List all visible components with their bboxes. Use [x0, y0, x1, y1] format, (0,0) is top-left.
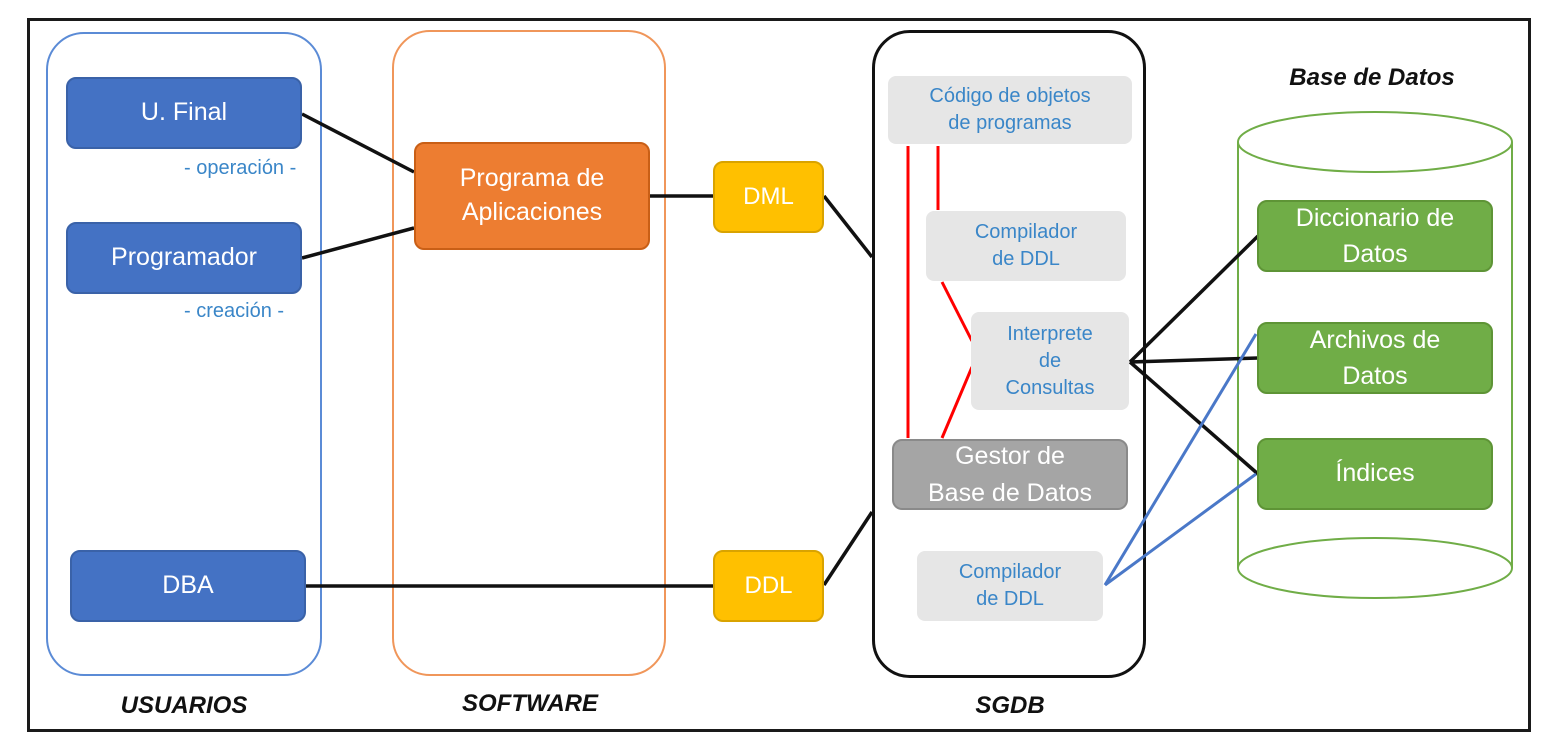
programa-aplicaciones-box: Programa de Aplicaciones — [414, 142, 650, 250]
compilador-ddl-box-1: Compilador de DDL — [926, 211, 1126, 281]
dml-box: DML — [713, 161, 824, 233]
ddl-box: DDL — [713, 550, 824, 622]
connector-programador-programa — [301, 226, 415, 260]
connector-interprete-indices — [1128, 360, 1260, 476]
connector-dml-sgdb — [822, 194, 874, 259]
gestor-base-datos-box: Gestor de Base de Datos — [892, 439, 1128, 510]
gestor-line2: Base de Datos — [928, 478, 1092, 507]
indices-label: Índices — [1335, 459, 1415, 488]
lane-software — [392, 30, 666, 676]
archivos-line2: Datos — [1342, 362, 1408, 390]
user-final-role: - operación - — [184, 157, 297, 179]
blue-link-compilador-indices — [1104, 472, 1257, 587]
lane-sgdb — [872, 30, 1146, 678]
programa-line1: Programa de — [459, 164, 605, 193]
lane-label-usuarios: USUARIOS — [120, 692, 248, 719]
interprete-line3: Consultas — [1005, 376, 1095, 399]
gestor-line1: Gestor de — [955, 442, 1065, 471]
connector-final-programa — [301, 112, 415, 174]
dml-label: DML — [743, 182, 794, 210]
codigo-line1: Código de objetos — [929, 85, 1091, 107]
interprete-line2: de — [1038, 349, 1062, 372]
lane-usuarios — [46, 32, 322, 676]
compilador-ddl-box-2: Compilador de DDL — [917, 551, 1103, 621]
diccionario-datos-box: Diccionario de Datos — [1257, 200, 1493, 272]
archivos-datos-box: Archivos de Datos — [1257, 322, 1493, 394]
interprete-consultas-box: Interprete de Consultas — [971, 312, 1129, 410]
programador-role: - creación - — [184, 300, 285, 322]
connector-interprete-diccionario — [1128, 234, 1260, 364]
archivos-line1: Archivos de — [1309, 325, 1441, 354]
lane-label-software: SOFTWARE — [462, 690, 598, 717]
diccionario-line1: Diccionario de — [1295, 203, 1455, 232]
programador-box: Programador — [66, 222, 302, 294]
user-final-label: U. Final — [140, 98, 228, 127]
user-final-box: U. Final — [66, 77, 302, 149]
red-link-interprete-gestor — [940, 366, 974, 439]
programador-label: Programador — [111, 243, 257, 272]
compilador2-line2: de DDL — [976, 588, 1044, 610]
compilador1-line2: de DDL — [992, 248, 1060, 270]
diagram-frame — [27, 18, 1531, 732]
dba-label: DBA — [162, 571, 214, 600]
indices-box: Índices — [1257, 438, 1493, 510]
compilador1-line1: Compilador — [974, 221, 1078, 243]
ddl-label: DDL — [744, 571, 793, 599]
blue-link-compilador-archivos — [1103, 333, 1258, 586]
diccionario-line2: Datos — [1342, 240, 1408, 268]
interprete-line1: Interprete — [1007, 322, 1093, 345]
connector-ddl-sgdb — [822, 511, 874, 586]
compilador2-line1: Compilador — [958, 561, 1062, 583]
dba-box: DBA — [70, 550, 306, 622]
codigo-line2: de programas — [948, 112, 1072, 134]
programa-line2: Aplicaciones — [461, 198, 603, 226]
connector-interprete-archivos — [1129, 356, 1259, 364]
lane-label-base-datos: Base de Datos — [1289, 64, 1455, 91]
lane-label-sgdb: SGDB — [975, 692, 1045, 719]
codigo-objetos-box: Código de objetos de programas — [888, 76, 1132, 144]
red-link-compilador-interprete — [940, 281, 974, 342]
